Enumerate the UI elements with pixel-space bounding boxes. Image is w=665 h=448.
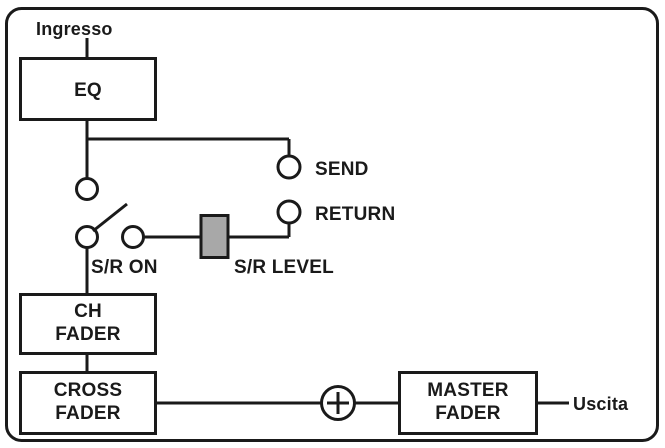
signal-wires [85,38,569,405]
block-ch-fader-label-line2: FADER [55,324,120,345]
block-master-fader-label-line2: FADER [435,403,500,424]
plus-icon [327,392,349,414]
switch-lever-icon [92,202,128,233]
block-master-fader[interactable]: MASTER FADER [398,371,538,435]
block-cross-fader[interactable]: CROSS FADER [19,371,157,435]
switch-upper-pole-icon [75,177,99,201]
output-label: Uscita [573,394,629,414]
return-label: RETURN [315,204,395,225]
block-cross-fader-label-line1: CROSS [54,380,123,401]
block-cross-fader-box [19,371,157,435]
block-ch-fader-box [19,293,157,355]
block-cross-fader-label-line2: FADER [55,403,120,424]
switch-sr-on[interactable] [75,177,145,249]
switch-lower-pole-icon [75,225,99,249]
send-label: SEND [315,159,369,180]
sr-level-label: S/R LEVEL [234,257,334,278]
block-ch-fader[interactable]: CH FADER [19,293,157,355]
block-master-fader-label-line1: MASTER [427,380,509,401]
return-jack-icon [276,199,302,225]
sr-level-fader-icon [199,214,230,259]
block-master-fader-box [398,371,538,435]
summing-node [320,385,356,421]
input-label: Ingresso [36,19,113,39]
control-sr-level[interactable] [199,214,230,259]
send-jack-icon [276,154,302,180]
block-eq-box [19,57,157,121]
sr-on-jack-icon [121,225,145,249]
jack-send[interactable] [276,154,302,180]
jack-return[interactable] [276,199,302,225]
block-eq[interactable]: EQ [19,57,157,121]
block-eq-label: EQ [74,80,102,101]
diagram-frame [5,7,659,442]
sr-on-label: S/R ON [91,257,158,278]
block-ch-fader-label-line1: CH [74,301,102,322]
